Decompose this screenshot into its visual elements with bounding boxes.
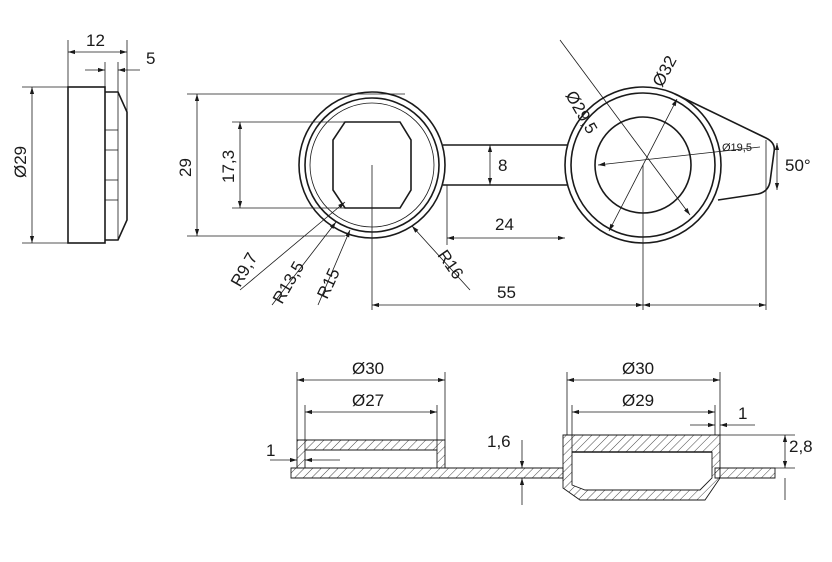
side-width-label: 12 xyxy=(86,31,105,50)
dia-32-label: Ø32 xyxy=(649,53,681,90)
side-diameter-label: Ø29 xyxy=(11,146,30,178)
right-height-label: 2,8 xyxy=(789,437,813,456)
left-outer-label: Ø30 xyxy=(352,359,384,378)
side-view: 12 5 Ø29 xyxy=(11,31,155,244)
flat-label: 17,3 xyxy=(219,150,238,183)
radius-15-label: R15 xyxy=(313,265,343,301)
radius-13-5-label: R13,5 xyxy=(269,258,308,307)
left-inner-label: Ø27 xyxy=(352,391,384,410)
link-width-label: 8 xyxy=(498,156,507,175)
height-label: 29 xyxy=(176,158,195,177)
left-step-label: 1 xyxy=(266,441,275,460)
thickness-label: 1,6 xyxy=(487,432,511,451)
section-view: Ø30 Ø27 1 1,6 Ø30 Ø29 1 2,8 xyxy=(266,359,813,505)
right-inner-label: Ø29 xyxy=(622,391,654,410)
link-length-label: 24 xyxy=(495,215,514,234)
top-view: Ø29,5 Ø32 Ø19,5 50° 29 17,3 8 24 55 R9,7… xyxy=(176,39,811,310)
radius-16-label: R16 xyxy=(434,246,467,282)
dia-19-5-label: Ø19,5 xyxy=(722,142,752,154)
right-outer-label: Ø30 xyxy=(622,359,654,378)
radius-9-7-label: R9,7 xyxy=(227,249,261,290)
side-step-label: 5 xyxy=(146,49,155,68)
dia-29-5-label: Ø29,5 xyxy=(562,88,602,138)
center-distance-label: 55 xyxy=(497,283,516,302)
angle-label: 50° xyxy=(785,156,811,175)
right-step-label: 1 xyxy=(738,404,747,423)
